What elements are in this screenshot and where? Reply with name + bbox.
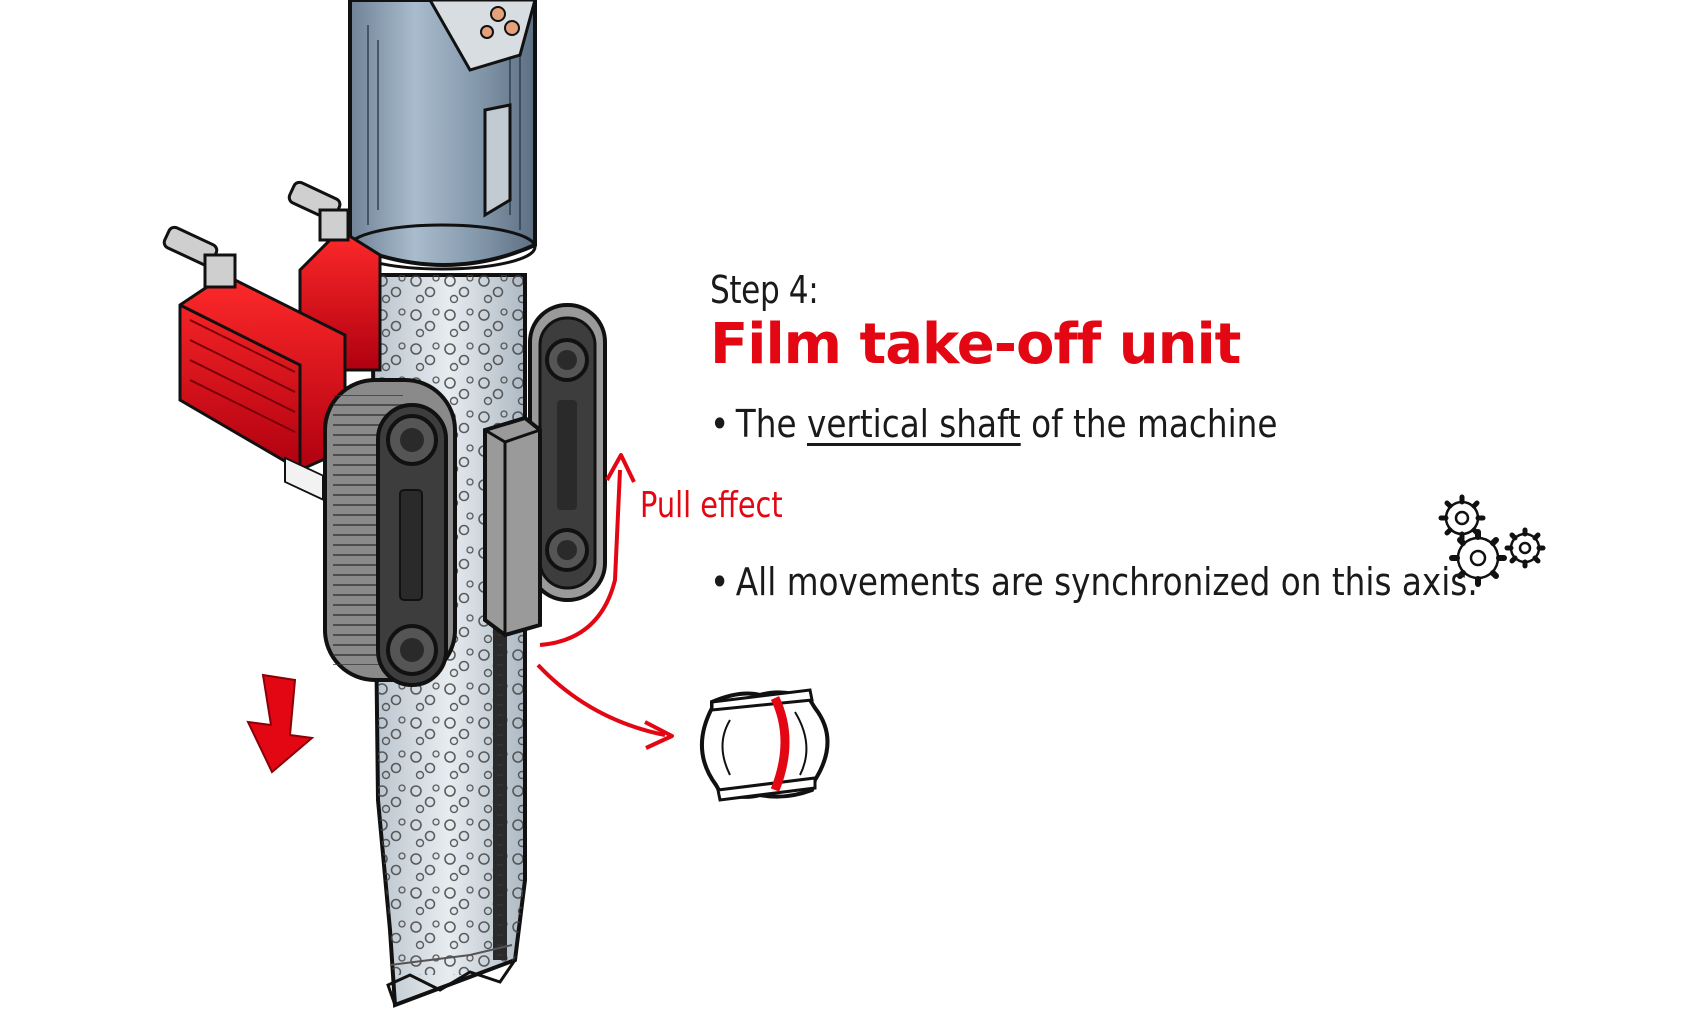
gears-icon (1438, 494, 1546, 587)
bullet-text: All movements are synchronized on this a… (735, 560, 1478, 604)
output-arrow (536, 663, 674, 750)
bullet-text-suffix: of the machine (1020, 402, 1278, 446)
bag-package-icon (700, 688, 830, 802)
forming-tube (347, 0, 537, 271)
bullet-text-emphasis: vertical shaft (806, 402, 1021, 446)
pull-effect-arrow (539, 453, 636, 647)
bullet-item-vertical-shaft: •The vertical shaft of the machine (710, 402, 1277, 446)
step-text-block: Step 4: Film take-off unit •The vertical… (710, 268, 1478, 604)
step-label: Step 4: (710, 268, 819, 312)
servo-motor-icon (162, 180, 382, 502)
bullet-item-synchronized: •All movements are synchronized on this … (710, 560, 1478, 604)
bullet-dot: • (710, 560, 730, 604)
bullet-dot: • (710, 402, 730, 446)
down-arrow-icon (246, 673, 315, 774)
bullet-text-prefix: The (735, 402, 807, 446)
page-title: Film take-off unit (710, 312, 1241, 377)
sealing-bar (483, 415, 542, 638)
right-pull-belt (528, 303, 607, 602)
pull-effect-label: Pull effect (640, 485, 783, 526)
left-pull-belt (323, 378, 457, 687)
